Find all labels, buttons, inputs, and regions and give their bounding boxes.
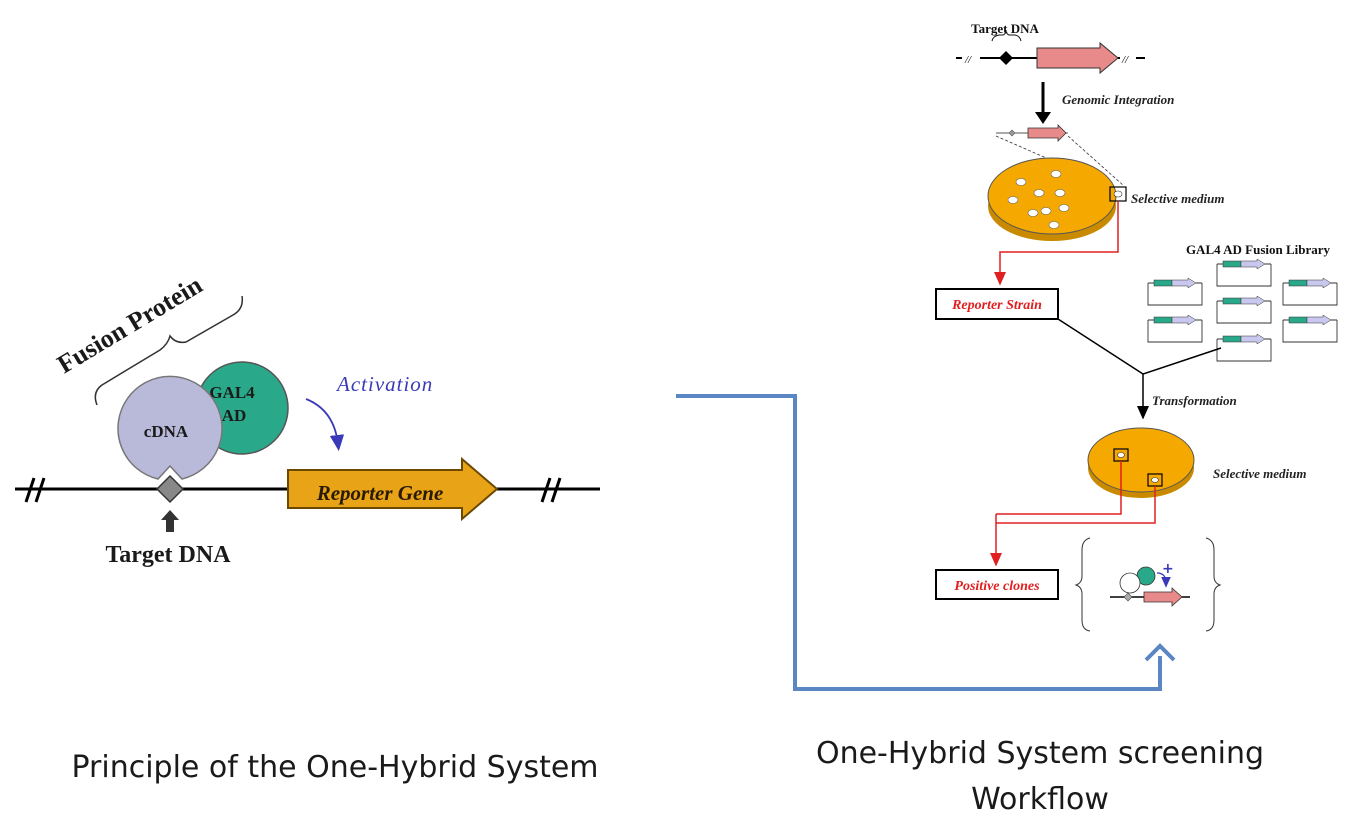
- break-glyph-right: //: [1121, 54, 1129, 66]
- top-target-dna-label: Target DNA: [971, 21, 1039, 36]
- fusion-protein-label: Fusion Protein: [52, 270, 208, 379]
- result-brace-left: [1074, 537, 1091, 632]
- up-arrow-icon: [161, 510, 179, 532]
- connector-arrowhead-icon: [1144, 643, 1176, 662]
- fusion-library-plasmids: [1147, 258, 1338, 362]
- plasmid-7: [1216, 333, 1272, 362]
- library-merge-line: [1142, 347, 1222, 375]
- right-caption-line-2: Workflow: [971, 782, 1109, 817]
- library-label: GAL4 AD Fusion Library: [1186, 242, 1331, 257]
- plasmid-3: [1282, 277, 1338, 306]
- plasmid-2: [1147, 277, 1203, 306]
- result-brace-right: [1205, 537, 1222, 632]
- target-brace: [991, 29, 1022, 42]
- left-principle-diagram: Reporter Gene GAL4 AD cDNA Target DNA Fu…: [15, 270, 600, 568]
- plasmid-4: [1216, 295, 1272, 324]
- left-caption: Principle of the One-Hybrid System: [71, 750, 599, 785]
- cdna-label: cDNA: [144, 422, 189, 441]
- right-caption-line-1: One-Hybrid System screening: [815, 736, 1265, 771]
- break-glyph-left: //: [964, 54, 972, 66]
- gal4-label: GAL4: [209, 383, 255, 402]
- colonies-1: [1007, 170, 1070, 229]
- positive-clones-box: [935, 569, 1059, 600]
- strain-merge-line: [1057, 318, 1144, 375]
- break-mark-left: [24, 477, 46, 503]
- plasmid-1: [1216, 258, 1272, 287]
- mini-reporter-arrow: [1143, 587, 1183, 607]
- positive-line-2: [996, 486, 1156, 524]
- mini-cdna-circle: [1119, 572, 1141, 594]
- genomic-integration-label: Genomic Integration: [1062, 92, 1174, 107]
- plus-sign: +: [1162, 561, 1174, 577]
- plate-2: [1087, 427, 1195, 493]
- reporter-strain-box: [935, 288, 1059, 320]
- reporter-gene-arrow: [287, 456, 499, 522]
- top-break-left: [962, 52, 980, 64]
- positive-line-1: [996, 461, 1122, 515]
- plasmid-6: [1282, 314, 1338, 343]
- reporter-strain-label: Reporter Strain: [951, 298, 1042, 313]
- break-mark-right: [540, 477, 562, 503]
- activation-arrow: [305, 398, 345, 452]
- workflow-connector: [676, 394, 1162, 691]
- right-workflow-diagram: Target DNA // // Genomic Integration: [935, 21, 1338, 632]
- integration-arrowhead-icon: [1035, 112, 1051, 124]
- positive-clones-label: Positive clones: [954, 579, 1040, 594]
- top-break-right: [1120, 52, 1136, 64]
- activation-label: Activation: [335, 372, 433, 396]
- selective-medium-2-label: Selective medium: [1213, 466, 1307, 481]
- to-reporter-strain-arrow: [994, 201, 1119, 286]
- transformation-label: Transformation: [1152, 393, 1237, 408]
- small-construct: [1027, 124, 1067, 142]
- reporter-gene-label: Reporter Gene: [316, 481, 444, 505]
- cdna-circle: [117, 375, 223, 480]
- top-target-diamond: [999, 51, 1013, 65]
- target-dna-label: Target DNA: [105, 542, 231, 568]
- target-dna-site: [155, 474, 185, 504]
- selective-medium-1-label: Selective medium: [1131, 191, 1225, 206]
- plasmid-5: [1147, 314, 1203, 343]
- fusion-brace: [94, 295, 244, 406]
- top-reporter-arrow: [1036, 41, 1119, 75]
- ad-label: AD: [222, 406, 247, 425]
